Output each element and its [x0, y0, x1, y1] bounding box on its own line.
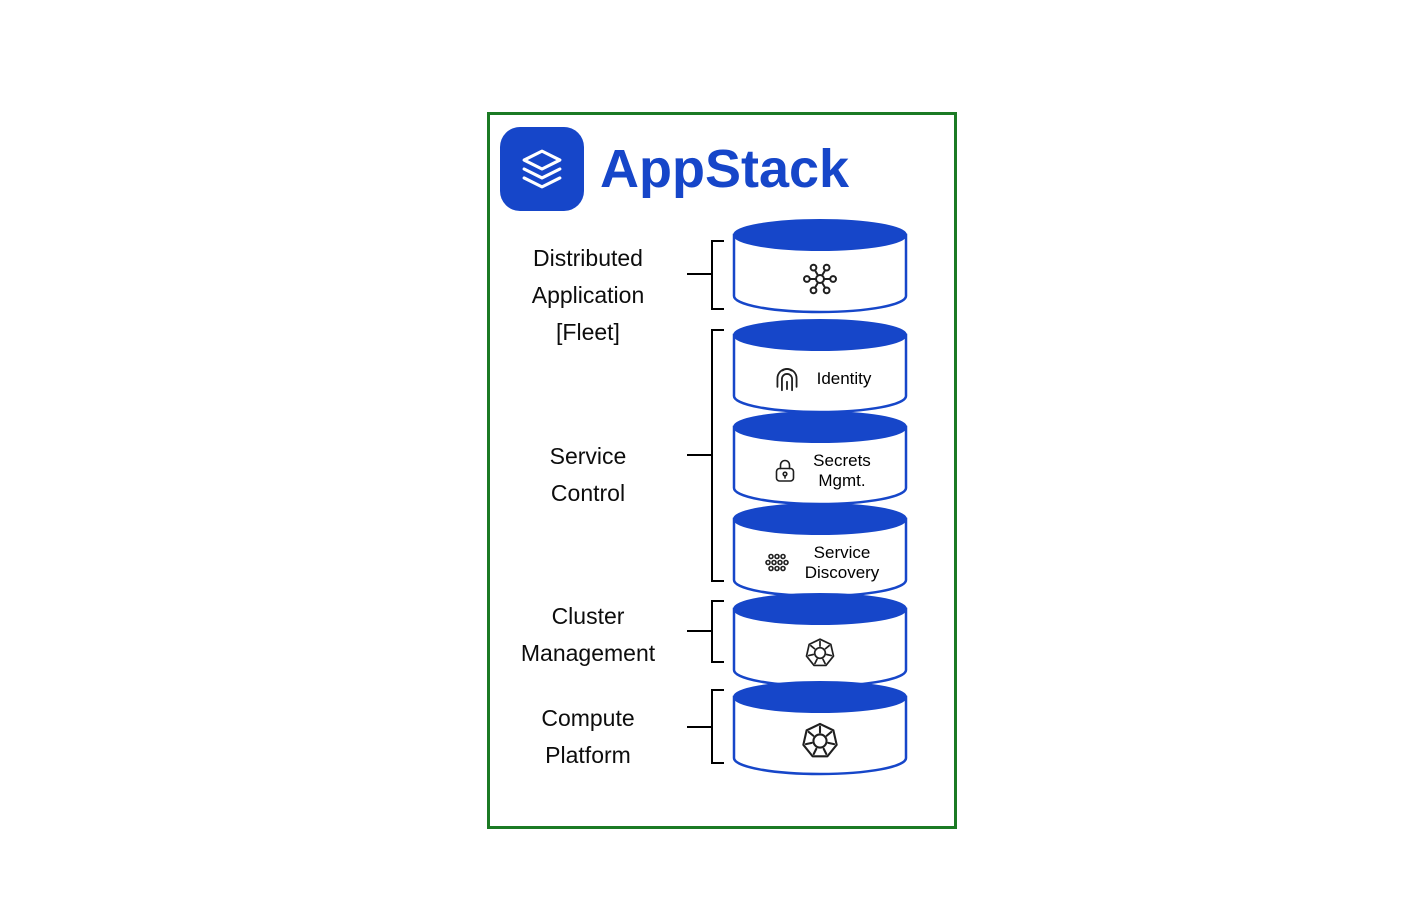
lock-icon	[775, 459, 795, 482]
layer-cylinder-compute-platform	[731, 680, 909, 780]
bracket-distributed-application	[711, 240, 724, 310]
appstack-logo	[500, 127, 584, 211]
cylinder-shape	[732, 503, 908, 598]
connector-line	[687, 273, 711, 275]
cylinder-shape	[732, 411, 908, 506]
connector-line	[687, 630, 711, 632]
network-hub-icon	[803, 263, 838, 295]
bracket-cluster-management	[711, 600, 724, 663]
layer-cylinder-distributed-application	[731, 218, 909, 318]
layer-cylinder-secrets-management: Secrets Mgmt.	[731, 410, 909, 510]
cylinder-shape	[732, 681, 908, 776]
kubernetes-wheel-icon	[802, 722, 838, 758]
bracket-compute-platform	[711, 689, 724, 764]
page-title: AppStack	[600, 139, 850, 199]
layers-icon	[522, 149, 562, 189]
connector-line	[687, 454, 711, 456]
layer-label: Secrets Mgmt.	[813, 451, 871, 490]
layer-cylinder-identity: Identity	[731, 318, 909, 418]
layer-label: Identity	[816, 369, 872, 388]
group-label-cluster-management: Cluster Management	[520, 603, 656, 666]
group-label-distributed-application: Distributed Application [Fleet]	[531, 245, 645, 345]
layer-cylinder-service-discovery: Service Discovery	[731, 502, 909, 602]
connector-line	[687, 726, 711, 728]
group-label-compute-platform: Compute Platform	[541, 705, 635, 768]
bracket-service-control	[711, 329, 724, 582]
kubernetes-wheel-icon	[805, 638, 835, 667]
cylinder-shape	[732, 219, 908, 314]
fingerprint-icon	[776, 367, 798, 392]
layer-label: Service Discovery	[804, 543, 880, 582]
group-label-service-control: Service Control	[549, 443, 627, 506]
layer-cylinder-cluster-management	[731, 592, 909, 692]
nodes-cluster-icon	[764, 553, 789, 572]
